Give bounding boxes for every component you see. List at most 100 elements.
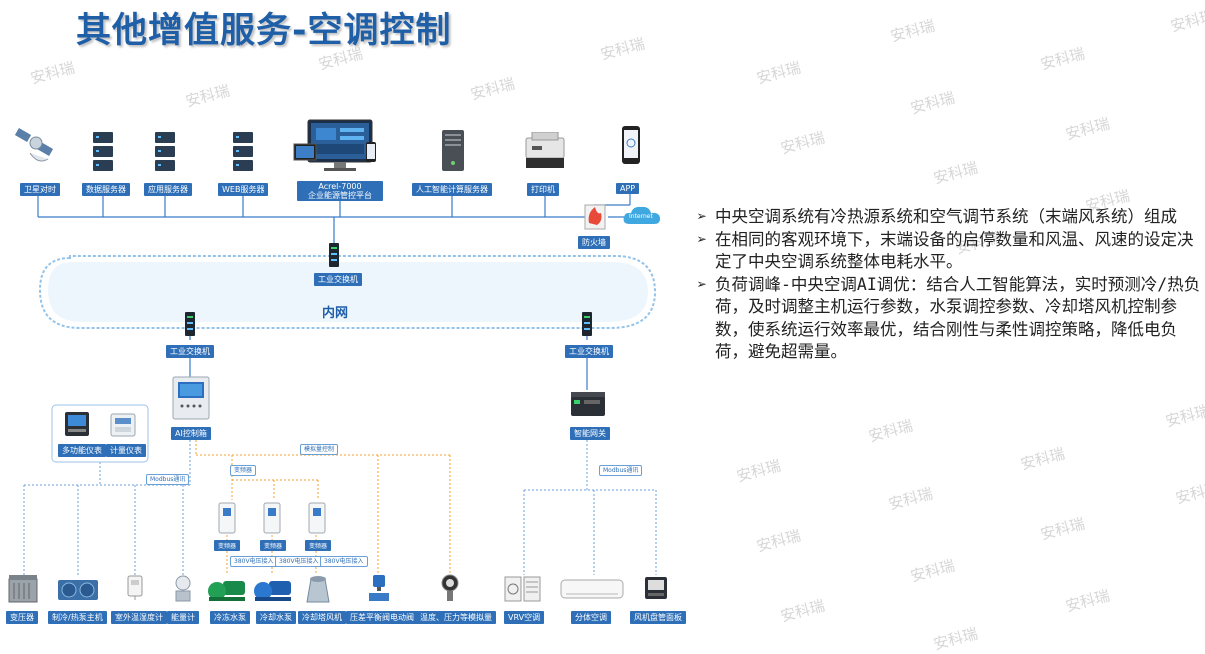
watermark: 安科瑞 [778,596,827,626]
description-list: ➢ 中央空调系统有冷热源系统和空气调节系统（末端风系统）组成 ➢ 在相同的客观环境下… [697,206,1202,364]
network-diagram [23,193,657,575]
electric-valve-icon [367,575,391,607]
phone-icon [621,125,641,169]
bottom-device-label: 压差平衡阀电动阀 [346,611,418,624]
switch-icon [184,312,196,340]
vfd-label: 变频器 [305,540,332,551]
intranet-label: 内网 [322,306,349,321]
switch-label: 工业交换机 [565,345,613,358]
bullet-text: 负荷调峰-中央空调AI调优：结合人工智能算法，实时预测冷/热负荷，及时调整主机运… [715,274,1201,362]
chilled-water-pump-icon [207,577,247,607]
bottom-device-label: 制冷/热泵主机 [48,611,107,624]
printer-icon [524,131,566,174]
multifunction-meter-icon [64,411,90,441]
server-icon [231,132,255,176]
server-icon [91,132,115,176]
energy-flow-meter-icon [172,575,194,607]
transformer-icon [8,575,38,607]
ai-controller-icon [172,376,210,424]
watermark: 安科瑞 [888,16,937,46]
bottom-device-label: 冷却塔风机 [298,611,346,624]
device-label: APP [616,183,640,194]
device-label: WEB服务器 [218,183,269,196]
firewall-icon [583,203,607,235]
vfd-label: 变频器 [260,540,287,551]
watermark: 安科瑞 [1018,444,1067,474]
transmitter-icon [438,574,462,606]
gateway-icon [570,392,606,422]
watermark: 安科瑞 [1163,401,1205,431]
chiller-icon [57,576,99,606]
device-label: 卫星对时 [20,183,60,196]
meter-label: 计量仪表 [106,444,146,457]
device-label: 应用服务器 [144,183,192,196]
bottom-device-label: 冷却水泵 [256,611,296,624]
cooling-tower-icon [303,575,333,607]
voltage-tag: 380V电压接入 [230,556,278,567]
watermark: 安科瑞 [1038,44,1087,74]
watermark: 安科瑞 [1173,478,1205,508]
watermark: 安科瑞 [754,58,803,88]
switch-icon [328,243,340,271]
vfd-tag: 变频器 [230,465,257,476]
watermark: 安科瑞 [866,416,915,446]
server-icon [440,130,466,176]
watermark: 安科瑞 [886,484,935,514]
bottom-device-label: 温度、压力等模拟量 [416,611,496,624]
server-icon [153,132,177,176]
device-label: 打印机 [527,183,559,196]
list-item: ➢ 负荷调峰-中央空调AI调优：结合人工智能算法，实时预测冷/热负荷，及时调整主机… [697,274,1202,364]
switch-label: 工业交换机 [314,273,362,286]
watermark: 安科瑞 [908,88,957,118]
internet-label: Internet [629,213,653,220]
watermark: 安科瑞 [1063,586,1112,616]
watermark: 安科瑞 [908,556,957,586]
voltage-tag: 380V电压接入 [320,556,368,567]
arrow-right-icon: ➢ [697,207,707,226]
bottom-device-label: 冷冻水泵 [210,611,250,624]
vrv-unit-icon [504,575,542,607]
watermark: 安科瑞 [931,158,980,188]
device-label: 数据服务器 [82,183,130,196]
monitor-icon [292,118,388,182]
bottom-device-label: 能量计 [167,611,199,624]
vfd-label: 变频器 [214,540,241,551]
list-item: ➢ 中央空调系统有冷热源系统和空气调节系统（末端风系统）组成 [697,206,1202,229]
modbus-tag: Modbus通讯 [599,465,643,476]
arrow-right-icon: ➢ [697,229,707,249]
bottom-device-label: 变压器 [6,611,38,624]
cooling-water-pump-icon [253,577,293,607]
bullet-text: 在相同的客观环境下，末端设备的启停数量和风温、风速的设定决定了中央空调系统整体电… [715,229,1194,272]
watermark: 安科瑞 [931,624,980,654]
energy-meter-icon [110,413,136,441]
watermark: 安科瑞 [734,456,783,486]
watermark: 安科瑞 [754,526,803,556]
firewall-label: 防火墙 [578,236,610,249]
bottom-device-label: VRV空调 [504,611,545,624]
voltage-tag: 380V电压接入 [275,556,323,567]
bottom-device-label: 室外温湿度计 [111,611,167,624]
ai-box-label: AI控制箱 [171,427,211,440]
modbus-tag: Modbus通讯 [146,474,190,485]
meter-label: 多功能仪表 [58,444,106,457]
list-item: ➢ 在相同的客观环境下，末端设备的启停数量和风温、风速的设定决定了中央空调系统整体… [697,229,1202,274]
fan-coil-panel-icon [644,576,668,604]
bottom-device-label: 风机盘管面板 [630,611,686,624]
vfd-icon [218,502,236,538]
analog-control-tag: 模拟量控制 [300,444,339,455]
page-title: 其他增值服务-空调控制 [76,11,452,51]
switch-label: 工业交换机 [166,345,214,358]
split-ac-icon [560,579,624,603]
cloud-icon [622,204,662,230]
platform-label: Acrel-7000 企业能源管控平台 [297,181,383,201]
gateway-label: 智能网关 [570,427,610,440]
satellite-icon [14,125,58,171]
device-label: 人工智能计算服务器 [412,183,492,196]
arrow-right-icon: ➢ [697,274,707,294]
vfd-icon [263,502,281,538]
bullet-text: 中央空调系统有冷热源系统和空气调节系统（末端风系统）组成 [715,207,1177,226]
vfd-icon [308,502,326,538]
watermark: 安科瑞 [778,128,827,158]
switch-icon [581,312,593,340]
watermark: 安科瑞 [1038,514,1087,544]
